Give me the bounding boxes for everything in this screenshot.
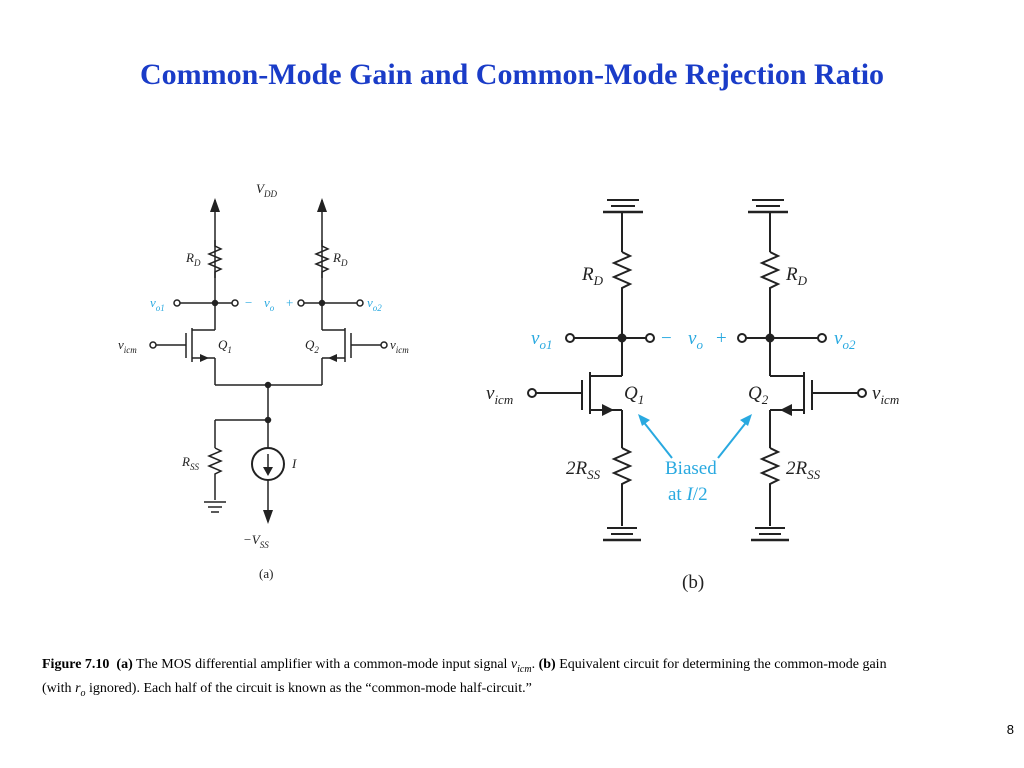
vo-b-plus: + — [716, 328, 727, 349]
svg-text:at I/2: at I/2 — [668, 484, 708, 505]
biased-line2-a: at — [668, 484, 686, 505]
vo2-b-label: v — [834, 328, 843, 349]
rd-right-label: R — [332, 250, 341, 265]
biased-arrows — [638, 414, 752, 459]
q2-label: Q — [305, 337, 315, 352]
svg-text:vicm: vicm — [872, 383, 899, 407]
svg-text:Q1: Q1 — [624, 383, 644, 407]
slide-title: Common-Mode Gain and Common-Mode Rejecti… — [139, 58, 885, 91]
caption-line2-open: (with — [42, 680, 72, 696]
2rss-b-right-label: 2R — [786, 458, 808, 479]
rd-b-right-label: R — [785, 264, 798, 285]
svg-text:vo: vo — [688, 328, 703, 352]
svg-text:vicm: vicm — [390, 337, 409, 355]
circuit-diagrams: VDD RD RD vo1 − vo + vo2 vicm vicm Q1 Q2… — [118, 181, 899, 593]
caption-text-a: The MOS differential amplifier with a co… — [135, 657, 508, 672]
caption-line2-rest: ignored). Each half of the circuit is kn… — [89, 680, 532, 696]
caption-part-b: (b) — [538, 657, 556, 672]
svg-text:−VSS: −VSS — [243, 532, 269, 550]
svg-text:vicm: vicm — [118, 337, 137, 355]
figure-a-label: (a) — [259, 566, 273, 581]
figure-caption: Figure 7.10 (a) The MOS differential amp… — [42, 657, 887, 699]
svg-text:vicm: vicm — [486, 383, 513, 407]
vicm-right-label: v — [390, 337, 396, 352]
vo-b-minus: − — [661, 328, 672, 349]
vo-plus: + — [286, 295, 293, 310]
caption-part-a: (a) — [116, 657, 133, 672]
vicm-left-label: v — [118, 337, 124, 352]
vo-label: v — [264, 295, 270, 310]
svg-text:2RSS: 2RSS — [566, 458, 601, 482]
rss-label: R — [181, 454, 190, 469]
circuit-b — [527, 199, 867, 542]
vo1-b-label: v — [531, 328, 540, 349]
caption-ro: ro — [75, 680, 86, 699]
svg-text:Q2: Q2 — [305, 337, 319, 355]
vdd-label: V — [256, 181, 266, 196]
rd-left-label: R — [185, 250, 194, 265]
svg-text:vo2: vo2 — [834, 328, 856, 352]
svg-text:Q1: Q1 — [218, 337, 232, 355]
vo2-label: v — [367, 295, 373, 310]
svg-text:RD: RD — [332, 250, 348, 268]
vss-label: −V — [243, 532, 262, 547]
vicm-b-right-label: v — [872, 383, 881, 404]
svg-text:RSS: RSS — [181, 454, 199, 472]
rd-b-left-label: R — [581, 264, 594, 285]
caption-signal: vicm — [510, 657, 532, 675]
current-label: I — [291, 456, 297, 471]
caption-figure-number: Figure 7.10 — [42, 657, 110, 672]
svg-text:vo: vo — [264, 295, 275, 313]
svg-text:RD: RD — [185, 250, 201, 268]
q1-b-label: Q — [624, 383, 638, 404]
page-number: 8 — [1006, 722, 1014, 737]
circuit-a-labels: VDD RD RD vo1 − vo + vo2 vicm vicm Q1 Q2… — [118, 181, 409, 581]
svg-text:vo2: vo2 — [367, 295, 382, 313]
figure-b-label: (b) — [682, 572, 704, 593]
circuit-b-labels: RD RD vo1 − vo + vo2 vicm vicm Q1 Q2 2RS… — [486, 264, 899, 593]
q2-b-label: Q — [748, 383, 762, 404]
biased-line1: Biased — [665, 458, 717, 479]
svg-text:vo1: vo1 — [150, 295, 165, 313]
vo-b-label: v — [688, 328, 697, 349]
q1-label: Q — [218, 337, 228, 352]
svg-text:2RSS: 2RSS — [786, 458, 821, 482]
vo1-label: v — [150, 295, 156, 310]
svg-text:VDD: VDD — [256, 181, 277, 199]
svg-text:vo1: vo1 — [531, 328, 552, 352]
svg-text:RD: RD — [785, 264, 808, 288]
vicm-b-left-label: v — [486, 383, 495, 404]
vo-minus: − — [245, 295, 252, 310]
2rss-b-left-label: 2R — [566, 458, 588, 479]
svg-text:RD: RD — [581, 264, 604, 288]
caption-text-b: Equivalent circuit for determining the c… — [559, 657, 887, 672]
circuit-a — [149, 198, 388, 524]
svg-text:Q2: Q2 — [748, 383, 769, 407]
